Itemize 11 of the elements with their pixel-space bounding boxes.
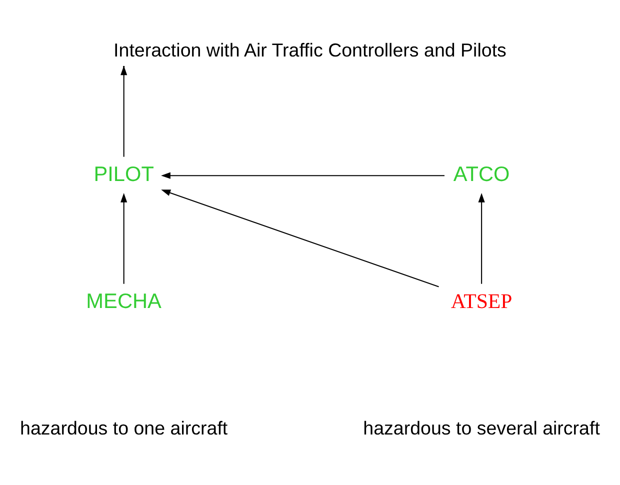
label: hazardous to one aircraft [20, 417, 228, 438]
arrow [120, 192, 128, 284]
arrow [161, 189, 439, 287]
diagram-title: Interaction with Air Traffic Controllers and Pilots [114, 38, 506, 60]
node-text: MECHA [86, 290, 162, 313]
node-text: ATCO [453, 162, 510, 186]
arrow [478, 192, 485, 284]
node-text: ATSEP [450, 288, 512, 313]
node-text: PILOT [94, 162, 154, 186]
label: hazardous to several aircraft [363, 417, 600, 438]
arrow [161, 172, 444, 178]
